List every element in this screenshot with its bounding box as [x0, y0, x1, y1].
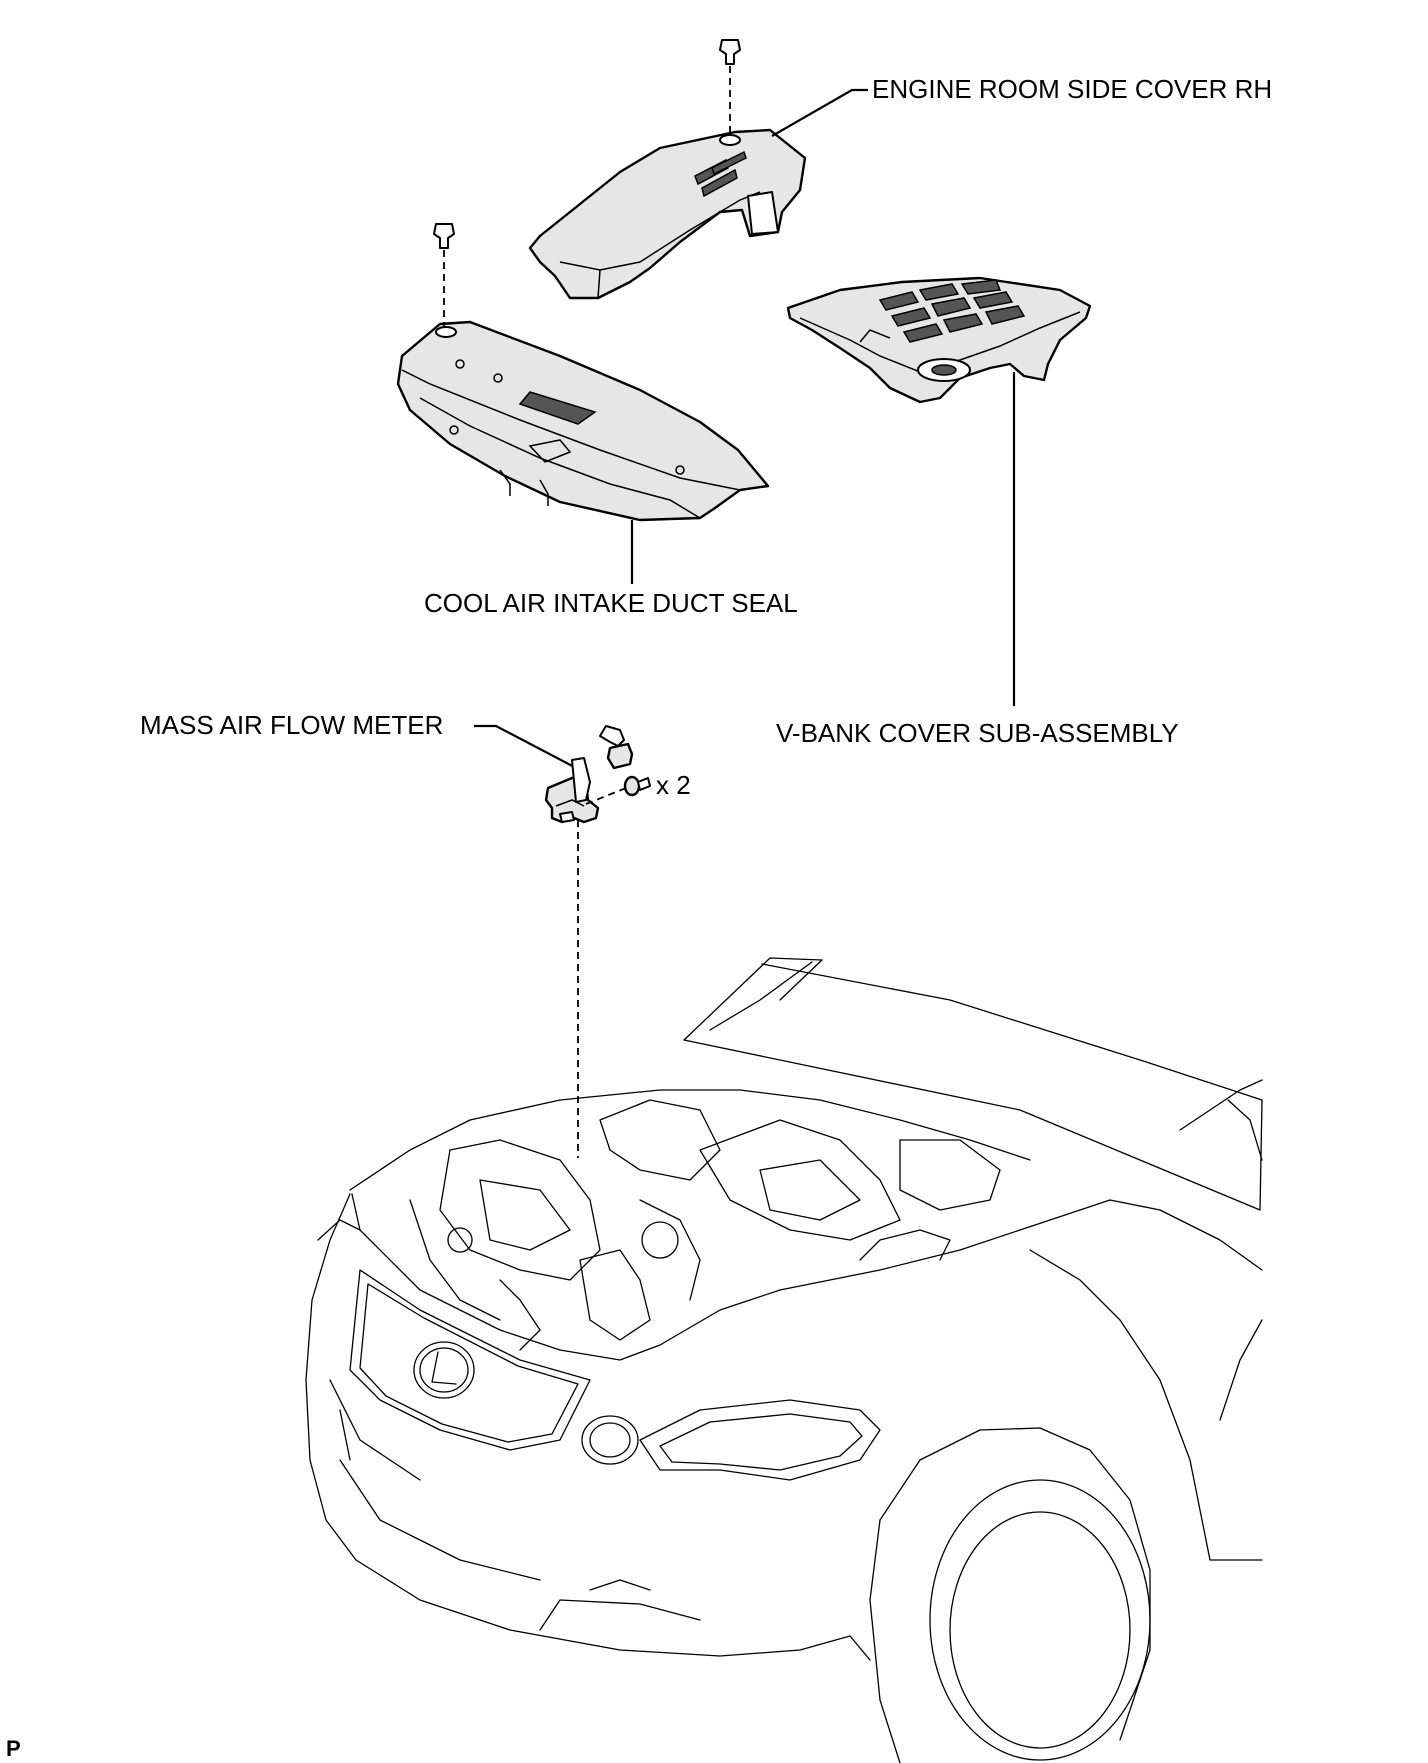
screw-quantity-label: x 2 — [656, 770, 691, 800]
vehicle-front-illustration — [305, 957, 1263, 1763]
cool-air-intake-duct-seal-label: COOL AIR INTAKE DUCT SEAL — [424, 588, 798, 618]
v-bank-cover-label: V-BANK COVER SUB-ASSEMBLY — [776, 718, 1179, 748]
mass-air-flow-meter-leader — [474, 724, 581, 771]
v-bank-cover-sub-assembly — [786, 276, 1092, 404]
engine-room-side-cover-label: ENGINE ROOM SIDE COVER RH — [872, 74, 1272, 104]
corner-mark: P — [6, 1736, 21, 1761]
mass-air-flow-meter — [544, 757, 600, 824]
cool-air-intake-duct-seal — [396, 320, 770, 522]
engine-room-side-cover-leader — [771, 88, 868, 137]
duct-seal-clip — [433, 223, 455, 328]
mass-air-flow-meter-label: MASS AIR FLOW METER — [140, 710, 443, 740]
engine-room-side-cover-rh — [528, 128, 807, 300]
mounting-screw — [585, 775, 651, 805]
side-cover-clip — [719, 39, 741, 132]
connector-clip — [599, 725, 634, 770]
